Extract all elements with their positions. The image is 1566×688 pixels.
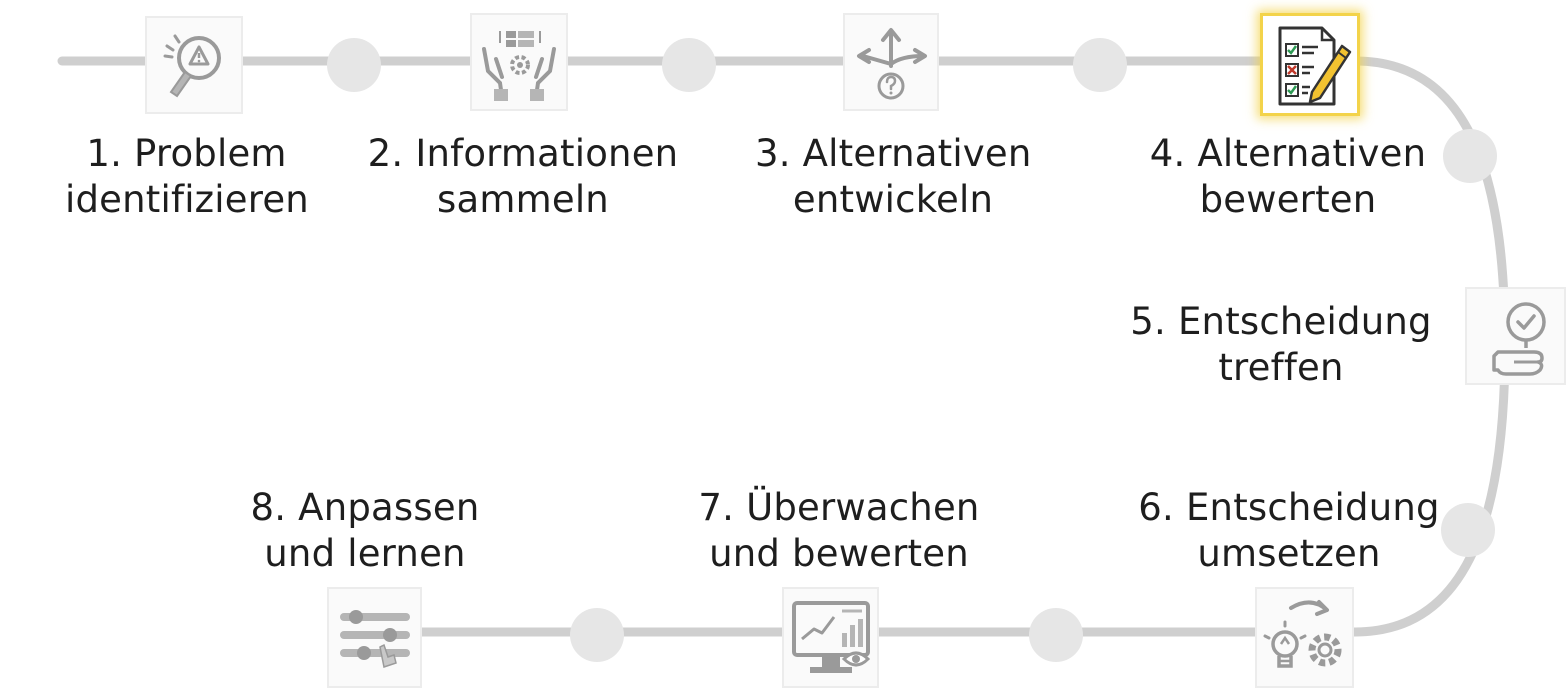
step-4-subtitle: bewerten: [1199, 178, 1377, 221]
step-5-icon-box: [1465, 287, 1566, 385]
step-7-label: 7. Überwachen und bewerten: [694, 485, 984, 577]
step-4-label: 4. Alternativen bewerten: [1149, 131, 1427, 223]
magnifier-warning-icon: [163, 34, 221, 98]
track-dot: [1443, 129, 1497, 183]
step-6-subtitle: umsetzen: [1197, 532, 1381, 575]
step-5-subtitle: treffen: [1218, 346, 1344, 389]
step-2-label: 2. Informationen sammeln: [365, 131, 681, 223]
hand-checkmark-icon: [1491, 302, 1546, 376]
step-3-subtitle: entwickeln: [792, 178, 994, 221]
track-dot: [327, 38, 381, 92]
step-7-title: 7. Überwachen: [698, 486, 980, 529]
step-2-title: 2. Informationen: [367, 132, 679, 175]
sliders-adjust-icon: [339, 609, 410, 668]
step-3-icon-box: [843, 13, 939, 111]
step-1-subtitle: identifizieren: [65, 178, 309, 221]
step-7-subtitle: und bewerten: [709, 532, 969, 575]
step-8-title: 8. Anpassen: [250, 486, 480, 529]
step-6-icon-box: [1255, 587, 1354, 688]
track-dot: [570, 608, 624, 662]
track-dot: [1441, 503, 1495, 557]
track-dot: [1029, 608, 1083, 662]
lightbulb-gear-icon: [1263, 599, 1341, 668]
step-2-subtitle: sammeln: [437, 178, 609, 221]
hands-data-gear-icon: [482, 31, 556, 101]
step-6-label: 6. Entscheidung umsetzen: [1136, 485, 1442, 577]
step-8-label: 8. Anpassen und lernen: [245, 485, 485, 577]
step-3-title: 3. Alternativen: [755, 132, 1032, 175]
monitor-chart-eye-icon: [791, 600, 870, 673]
step-8-subtitle: und lernen: [264, 532, 466, 575]
checklist-pencil-icon: [1278, 26, 1352, 105]
step-5-title: 5. Entscheidung: [1130, 300, 1432, 343]
step-2-icon-box: [470, 13, 568, 111]
step-4-title: 4. Alternativen: [1149, 132, 1427, 175]
step-1-label: 1. Problem identifizieren: [65, 131, 309, 223]
step-4-icon-box: [1260, 13, 1360, 116]
step-5-label: 5. Entscheidung treffen: [1128, 299, 1434, 391]
step-3-label: 3. Alternativen entwickeln: [755, 131, 1031, 223]
track-dot: [662, 38, 716, 92]
step-1-title: 1. Problem: [86, 132, 287, 175]
step-8-icon-box: [327, 587, 422, 688]
step-1-icon-box: [145, 16, 243, 114]
step-6-title: 6. Entscheidung: [1138, 486, 1440, 529]
step-7-icon-box: [782, 587, 879, 688]
track-dot: [1073, 38, 1127, 92]
branching-arrows-question-icon: [857, 28, 927, 100]
